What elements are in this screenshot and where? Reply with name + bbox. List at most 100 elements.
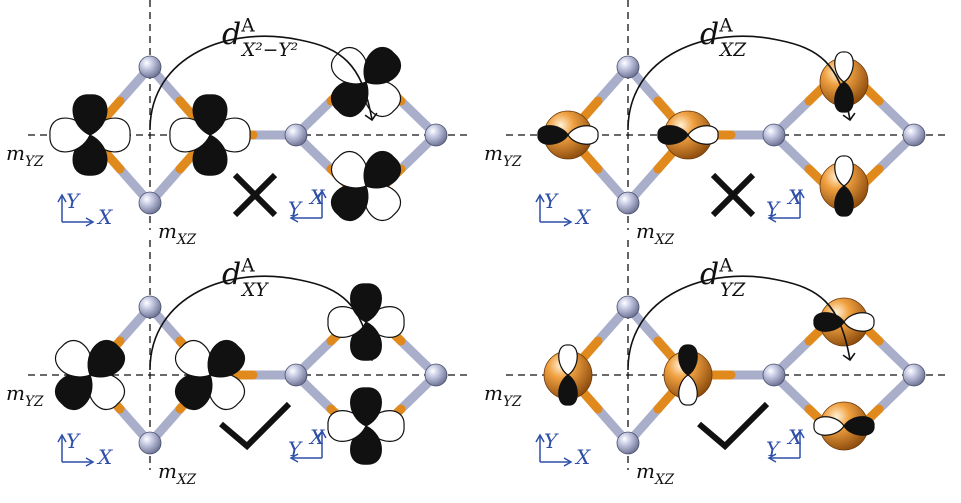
axis-x-arrow xyxy=(563,217,573,227)
axis-y-arrow xyxy=(289,213,299,223)
panel-title-sup: A xyxy=(240,255,255,276)
orbital-yz xyxy=(813,416,875,436)
axis-x-label: X xyxy=(96,205,113,229)
panel-title-sup: A xyxy=(718,15,733,36)
mirror-xz-label-base: m xyxy=(636,219,655,243)
mirror-yz-label-sub: YZ xyxy=(503,154,522,170)
ligand-atom xyxy=(138,431,162,455)
mirror-yz-label-sub: YZ xyxy=(25,154,44,170)
mirror-yz-label: mYZ xyxy=(484,381,522,410)
orbital-yz xyxy=(678,344,698,406)
orbital-xz xyxy=(834,155,854,217)
ligand-atom xyxy=(616,55,640,79)
axis-y-arrow xyxy=(767,213,777,223)
ligand-atom xyxy=(284,363,308,387)
ligand-atom xyxy=(424,363,448,387)
mirror-yz-label-base: m xyxy=(6,141,25,165)
panel-title-sup: A xyxy=(240,15,255,36)
axis-x-label: X xyxy=(96,445,113,469)
axis-y-label: Y xyxy=(544,429,559,453)
mirror-xz-label: mXZ xyxy=(636,219,675,248)
mirror-yz-label-base: m xyxy=(6,381,25,405)
axis-x-arrow xyxy=(795,429,805,439)
coordinate-axes: XY xyxy=(766,425,805,463)
orbital-x2-y2 xyxy=(169,94,251,176)
axis-x-arrow xyxy=(317,429,327,439)
forbidden-cross xyxy=(710,172,756,218)
mirror-yz-label: mYZ xyxy=(6,381,44,410)
axis-y-label: Y xyxy=(544,189,559,213)
orbital-lobe xyxy=(834,185,854,217)
cross-stroke xyxy=(710,172,756,218)
orbital-x2-y2 xyxy=(330,46,402,118)
axis-x-label: X xyxy=(308,425,325,449)
cross-stroke xyxy=(232,172,278,218)
ligand-atom xyxy=(424,123,448,147)
orbital-lobe xyxy=(687,125,719,145)
mirror-yz-label-base: m xyxy=(484,381,503,405)
allowed-checkmark xyxy=(697,401,770,451)
orbital-lobe xyxy=(834,155,854,187)
orbital-lobe xyxy=(350,387,382,427)
mirror-xz-label: mXZ xyxy=(158,459,197,488)
allowed-checkmark xyxy=(219,401,292,451)
mirror-yz-label: mYZ xyxy=(6,141,44,170)
axis-y-arrow xyxy=(57,433,67,443)
axis-y-label: Y xyxy=(766,437,781,461)
ligand-atom xyxy=(138,295,162,319)
coordinate-axes: YX xyxy=(535,429,591,469)
axis-x-arrow xyxy=(85,217,95,227)
axis-x-label: X xyxy=(786,425,803,449)
orbital-lobe xyxy=(678,344,698,376)
panel-title-base: d xyxy=(700,257,719,292)
coordinate-axes: YX xyxy=(535,189,591,229)
orbital-lobe xyxy=(843,312,875,332)
mirror-xz-label-sub: XZ xyxy=(176,472,197,488)
coordinate-axes: XY xyxy=(288,185,327,223)
panel-title-sub: XZ xyxy=(718,40,747,61)
orbital-lobe xyxy=(834,51,854,83)
axis-y-label: Y xyxy=(288,197,303,221)
orbital-xy xyxy=(54,339,126,411)
mirror-xz-label: mXZ xyxy=(636,459,675,488)
ligand-atom xyxy=(616,431,640,455)
ligand-atom xyxy=(762,363,786,387)
axis-y-arrow xyxy=(535,433,545,443)
orbital-lobe xyxy=(558,374,578,406)
mirror-xz-label-base: m xyxy=(158,459,177,483)
hopping-arrow xyxy=(149,275,378,371)
mirror-xz-label: mXZ xyxy=(158,219,197,248)
axis-x-label: X xyxy=(574,445,591,469)
orbital-lobe xyxy=(207,339,246,378)
panel-title-sub: X²−Y² xyxy=(240,40,298,61)
orbital-yz xyxy=(558,344,578,406)
orbital-x2-y2 xyxy=(49,94,131,176)
panel-title-base: d xyxy=(222,17,241,52)
axis-x-label: X xyxy=(786,185,803,209)
coordinate-axes: XY xyxy=(288,425,327,463)
hopping-arrow xyxy=(627,35,856,131)
axis-x-label: X xyxy=(574,205,591,229)
orbital-lobe xyxy=(87,339,126,378)
axis-y-label: Y xyxy=(66,189,81,213)
mirror-yz-label-sub: YZ xyxy=(25,394,44,410)
axis-x-label: X xyxy=(308,185,325,209)
orbital-lobe xyxy=(192,94,228,136)
orbital-lobe xyxy=(843,416,875,436)
orbital-lobe xyxy=(567,125,599,145)
axis-y-arrow xyxy=(535,193,545,203)
orbital-lobe xyxy=(558,344,578,376)
ligand-atom xyxy=(616,191,640,215)
orbital-lobe xyxy=(537,125,569,145)
orbital-lobe xyxy=(678,374,698,406)
ligand-atom xyxy=(138,55,162,79)
ligand-atom xyxy=(902,363,926,387)
orbital-x2-y2 xyxy=(330,150,402,222)
coordinate-axes: YX xyxy=(57,189,113,229)
axis-y-label: Y xyxy=(66,429,81,453)
mirror-yz-label-base: m xyxy=(484,141,503,165)
